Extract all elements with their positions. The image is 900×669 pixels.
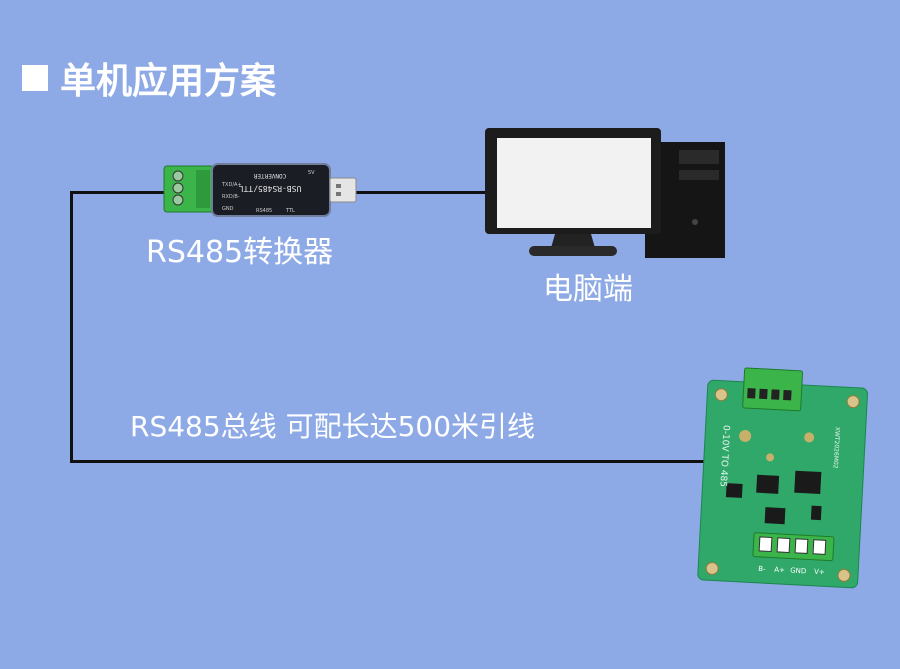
board-terminal-1: B- (758, 565, 766, 573)
board-terminal-4: V+ (814, 568, 825, 577)
usb-rs485-converter: USB-RS485/TTL CONVERTER TXD/A+ RXD/B- GN… (163, 163, 357, 217)
converter-pin-3: GND (222, 206, 234, 212)
converter-line-1: USB-RS485/TTL (239, 184, 302, 193)
title-text: 单机应用方案 (60, 61, 277, 102)
section-title: 单机应用方案 (22, 52, 276, 104)
converter-pin-6: RS485 (256, 208, 272, 214)
board-silk-model: 0-10V TO 485 (717, 425, 730, 488)
bus-wire-top (70, 191, 166, 194)
bus-wire-bottom (70, 460, 705, 463)
converter-pin-2: RXD/B- (222, 194, 240, 200)
board-terminal-3: GND (790, 567, 806, 576)
converter-line-2: CONVERTER (253, 172, 286, 179)
converter-pin-5: TTL (285, 208, 295, 214)
pc-label: 电脑端 (543, 272, 633, 307)
usb-cable (355, 191, 495, 194)
bus-label: RS485总线 可配长达500米引线 (130, 410, 536, 443)
converter-label: RS485转换器 (146, 235, 334, 270)
converter-pin-4: 5V (308, 170, 315, 176)
board-terminal-2: A+ (774, 566, 785, 575)
board-silk-code: XWT2026M02 (832, 427, 841, 469)
computer-icon (485, 128, 725, 258)
bus-wire-left (70, 191, 73, 463)
rs485-pcb-board: 0-10V TO 485 XWT2026M02 B- A+ GND V+ (697, 367, 869, 589)
converter-pin-1: TXD/A+ (221, 182, 242, 188)
title-square-icon (22, 65, 48, 91)
